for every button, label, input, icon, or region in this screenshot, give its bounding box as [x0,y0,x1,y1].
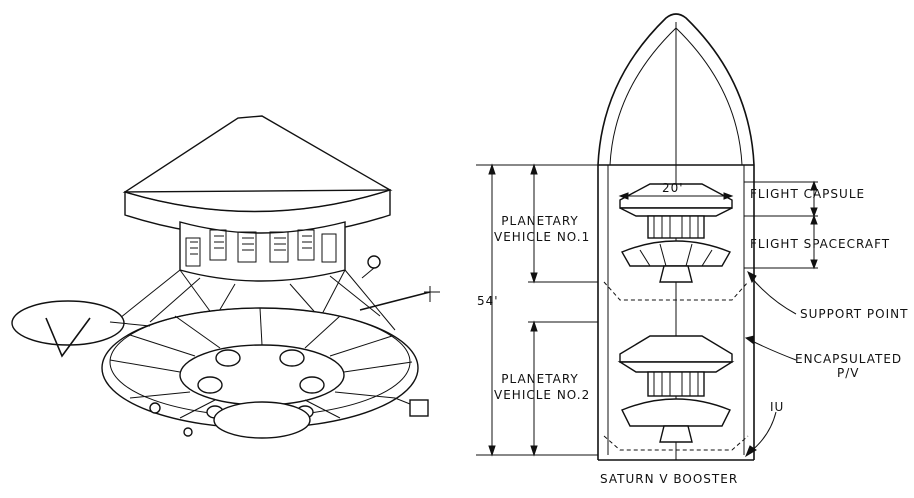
encapsulated-label-line1: ENCAPSULATED [795,352,903,366]
width-dimension-label: 20' [662,181,684,195]
height-dimension-label: 54' [477,294,499,308]
planetary-vehicle-1-line2: VEHICLE NO.1 [494,230,591,244]
planetary-vehicle-2-line2: VEHICLE NO.2 [494,388,591,402]
shroud-cross-section [476,13,818,461]
planetary-vehicle-2-line1: PLANETARY [501,372,579,386]
planetary-vehicle-1-line1: PLANETARY [501,214,579,228]
spacecraft-illustration [11,115,440,439]
flight-spacecraft-label: FLIGHT SPACECRAFT [750,237,891,251]
iu-label: IU [770,400,785,414]
support-point-label: SUPPORT POINT [800,307,909,321]
flight-capsule-label: FLIGHT CAPSULE [750,187,866,201]
saturn-v-booster-label: SATURN V BOOSTER [600,472,739,486]
encapsulated-label-line2: P/V [837,366,860,380]
